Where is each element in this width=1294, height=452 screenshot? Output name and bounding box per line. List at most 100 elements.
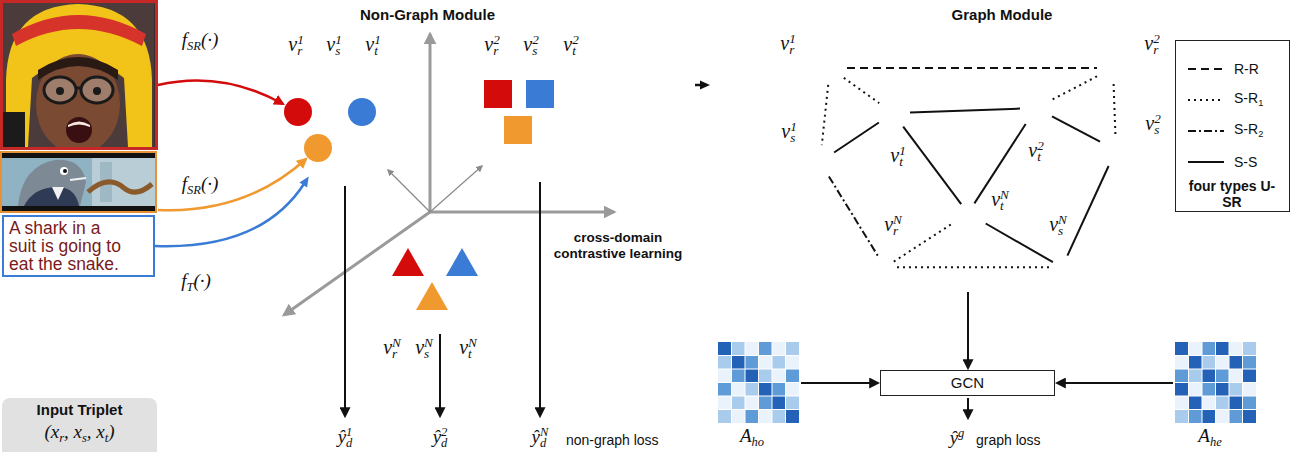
function-label: fSR(·) [182,29,219,54]
label-anchor: graph loss [976,432,1041,449]
node-shape [276,60,400,184]
label-anchor: vt2 [1028,138,1043,165]
adjacency-matrix-part [772,356,786,370]
function-label: fSR(·) [182,173,219,198]
adjacency-matrix-part [718,342,799,423]
embedding-axes-part [284,212,430,315]
node-shape [1100,134,1132,166]
label-anchor: four types U-SR [1186,178,1278,210]
subscript: ho [752,435,765,449]
embedding-axes [284,34,614,315]
node-shape [470,60,590,180]
adjacency-matrix-part [1243,396,1257,410]
output-arrows-part [439,334,441,416]
matrix-label: Aho [740,425,764,450]
graph-vertex: vt1 [876,96,910,130]
base-text: f [181,270,186,291]
gcn-arrows-part [1057,382,1173,384]
adjacency-matrix-part [759,396,773,410]
panel-ground [160,0,695,452]
function-label: fT(·) [181,270,211,295]
connector-line [1067,166,1108,256]
connector [910,109,1020,113]
modality-shapes-part [504,116,532,144]
connector-line [1114,84,1116,134]
adjacency-matrix-part [786,342,800,356]
adjacency-matrix-part [745,356,759,370]
connector-line [829,177,879,258]
photo-illustration-part-part [38,57,118,80]
superscript: 1 [789,31,796,46]
panel-header [710,0,1294,30]
adjacency-matrix-part [1175,369,1189,383]
vector-label: vtN [991,187,1009,214]
legend-text: S-R2 [1234,121,1263,140]
photo-illustration [2,2,157,155]
connector [1052,116,1100,141]
legend-line [1188,130,1224,132]
base-text: v [890,145,899,167]
photo-illustration-part-part [93,87,101,95]
matrix-label: Ahe [1198,425,1221,450]
label-anchor: vr1 [288,32,303,59]
connector [897,267,1050,268]
base-text: v [459,337,468,359]
photo-illustration-part-part [81,77,113,103]
legend-line [1188,161,1224,163]
base-text: S-S [1234,154,1257,170]
label-anchor: vs1 [781,119,796,146]
base-text: ŷ [950,427,958,448]
vertex-shape [803,145,837,179]
vertex-shape [876,96,910,130]
adjacency-matrix-part [1189,356,1203,370]
base-text: v [563,34,572,56]
base-text: v [1145,113,1154,135]
legend-sample [1186,125,1226,137]
legend-text: S-S [1234,154,1257,171]
base-text: (x [44,421,59,442]
modality-shapes-part [446,248,478,276]
node-text: (xr, xs, xt) [44,420,114,450]
base-text: v [1049,214,1058,236]
base-text: ŷ [338,426,346,447]
photo-illustration-part [3,3,154,147]
superscript: N [392,335,401,350]
adjacency-matrix-part [718,410,732,424]
vertex-shape [1044,246,1080,278]
modality-shapes-part [392,248,424,276]
base-text: v [415,337,424,359]
modality-shapes-part [284,98,312,126]
photo-illustration-part-part [66,117,92,143]
adjacency-matrix-part [1216,383,1230,397]
label-anchor: vr2 [484,32,499,59]
gcn-arrows-part [967,292,969,368]
node-shape [813,51,847,85]
vertex-shape [1100,134,1132,166]
superscript: 2 [493,32,500,47]
base-text: v [484,34,493,56]
cartoon-illustration-part-part [18,160,86,206]
input-arrows-part [158,80,283,104]
graph-vertex: vsN [1044,246,1080,278]
connector-line [910,109,1020,113]
module-panel: Non-Graph Modulevr1vs1vt1vr2vs2vt2vrNvsN… [160,0,695,452]
embedding-axes-part [429,34,432,212]
superscript: 2 [572,32,579,47]
photo-illustration-part-part [76,87,81,90]
connector-line [847,67,1097,69]
loss-label: graph loss [976,432,1041,449]
vector-label: vt2 [563,32,578,59]
modality-shapes-part [526,80,554,108]
connector-line [844,78,879,103]
subscript: t [105,431,108,445]
base-text: S-R [1234,121,1258,137]
adjacency-matrix [718,342,799,423]
connector [829,177,879,258]
subscript: r [59,431,64,445]
output-arrows-part [344,186,346,416]
vertex-shape [867,246,903,278]
legend-sample [1186,156,1226,168]
adjacency-matrix-part [718,356,732,370]
